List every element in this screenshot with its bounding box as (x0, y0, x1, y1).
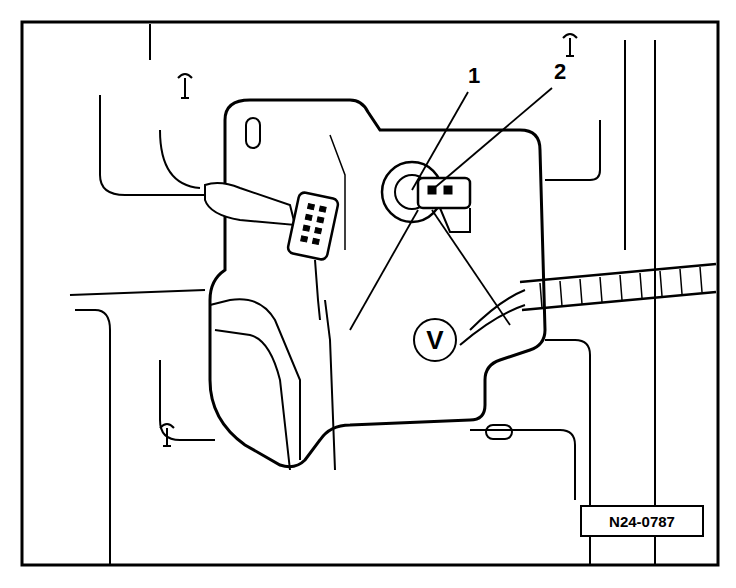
body-panel (70, 24, 655, 565)
leader-lines (412, 88, 552, 190)
figure-number-box: N24-0787 (580, 505, 704, 537)
arrow-indicator-lines (350, 210, 510, 330)
figure-number: N24-0787 (609, 513, 675, 530)
wiring-harness (210, 264, 716, 470)
mounting-bracket (210, 100, 545, 467)
sensor-connector (382, 162, 470, 232)
callout-number: 2 (554, 61, 566, 83)
callout-number: 1 (468, 65, 480, 87)
arrow-marker-circle: V (413, 318, 457, 362)
multi-pin-connector (205, 183, 339, 320)
frame (22, 22, 718, 565)
marker-letter: V (426, 325, 443, 356)
